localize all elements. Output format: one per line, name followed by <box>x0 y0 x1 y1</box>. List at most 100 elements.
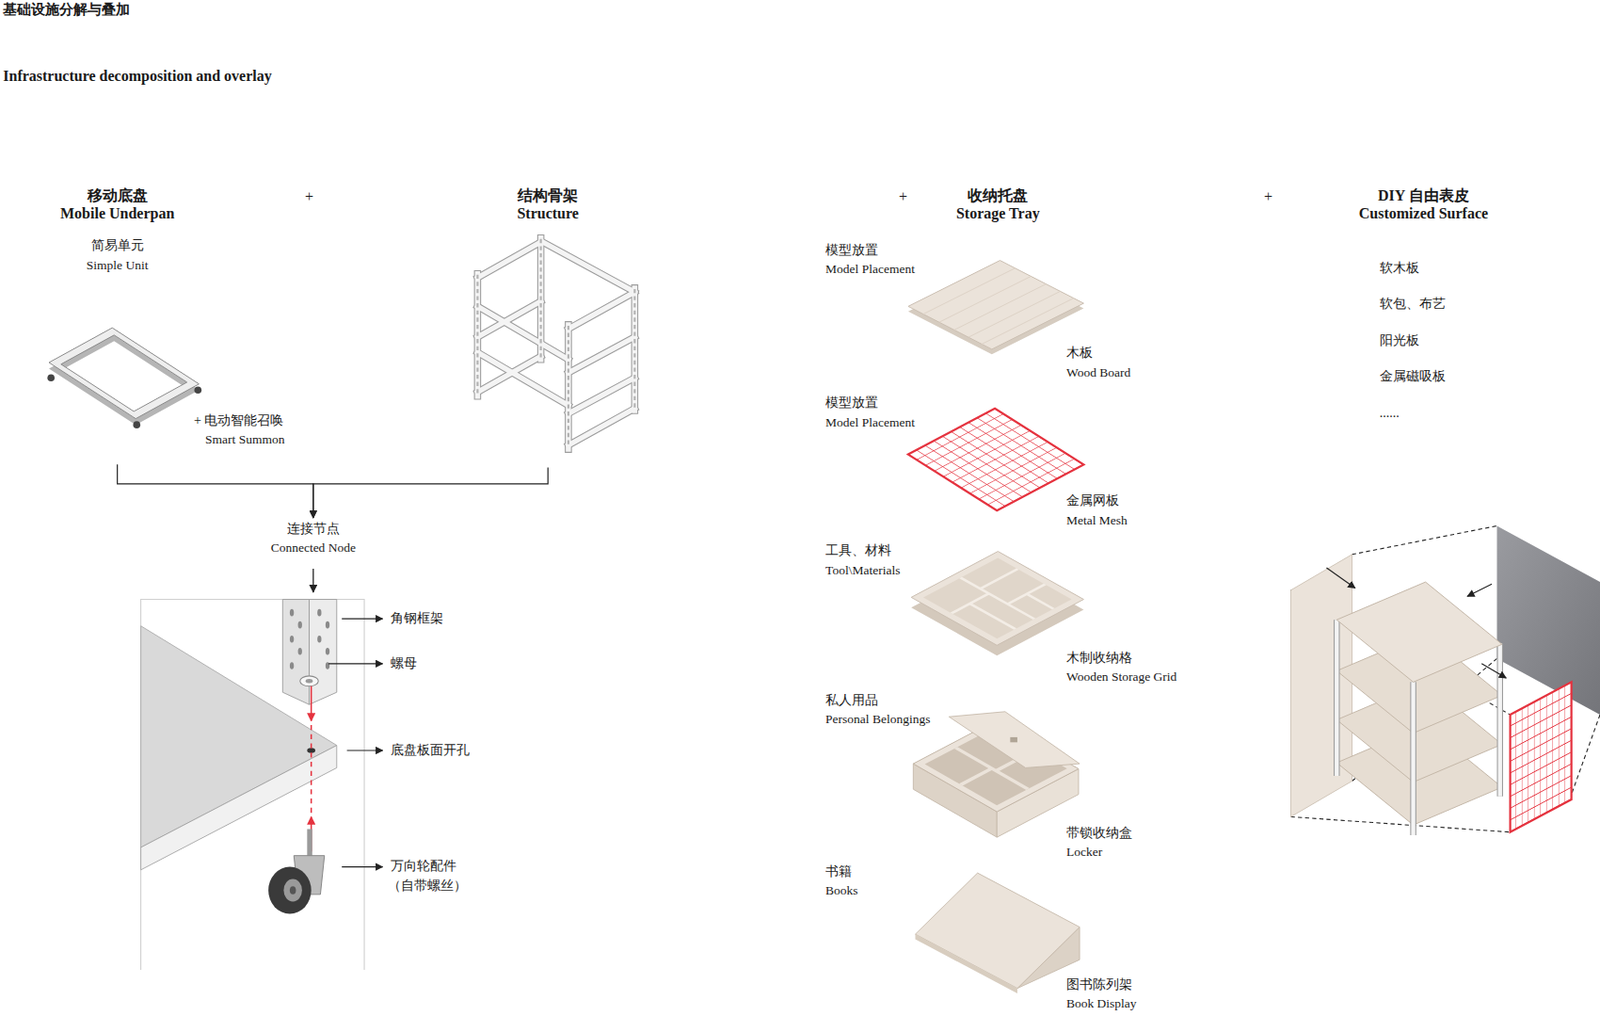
connection-detail <box>328 662 383 664</box>
connection-detail <box>306 828 312 855</box>
underpan-drawing <box>48 327 199 418</box>
storage-grid-drawing <box>911 551 1084 646</box>
wood-board-drawing <box>908 260 1084 350</box>
metal-mesh-drawing <box>908 408 1084 511</box>
locker-drawing <box>1009 736 1018 742</box>
annotation-label: 阳光板 <box>1379 332 1420 350</box>
heading-text: Customized Surface <box>1326 204 1520 223</box>
book-display-drawing <box>915 872 1081 993</box>
annotation-label: Tool\Materials <box>825 562 900 579</box>
structure-drawing <box>634 288 636 411</box>
structure-drawing <box>476 275 479 395</box>
underpan-drawing <box>48 327 199 418</box>
annotation-label: Infrastructure decomposition and overlay <box>2 66 272 86</box>
underpan-drawing <box>132 420 141 429</box>
annotation-label: 简易单元 <box>91 238 144 256</box>
annotation-label: + 电动智能召唤 <box>193 412 284 430</box>
connection-detail <box>310 724 313 817</box>
structure-drawing <box>540 240 543 358</box>
wood-board-drawing <box>908 260 1084 355</box>
annotation-label: 螺母 <box>390 655 417 672</box>
heading-text: Connected Node <box>237 538 391 558</box>
storage-grid-drawing <box>911 551 1084 656</box>
underpan-drawing <box>47 373 55 382</box>
annotation-label: Books <box>825 882 859 899</box>
annotation-label: Locker <box>1066 844 1103 861</box>
connection-detail <box>325 647 330 656</box>
diy-surface-drawing <box>1510 681 1572 832</box>
connection-detail <box>141 568 384 970</box>
storage-grid-drawing <box>923 558 1072 640</box>
annotation-label: 工具、材料 <box>825 543 892 560</box>
connection-detail <box>309 599 337 705</box>
component-heading: 移动底盘Mobile Underpan <box>31 186 205 464</box>
annotation-label: 金属磁吸板 <box>1379 368 1446 385</box>
diy-surface-drawing <box>1290 554 1352 817</box>
connection-detail <box>317 635 321 643</box>
storage-grid-drawing <box>911 551 1084 646</box>
annotation-label: 模型放置 <box>825 395 879 413</box>
connection-detail <box>312 568 314 592</box>
diy-surface-drawing <box>1326 567 1355 589</box>
connection-detail <box>282 599 309 705</box>
connection-detail <box>347 749 384 751</box>
annotation-label: Simple Unit <box>86 256 149 273</box>
annotation-label: 软包、布艺 <box>1379 295 1446 313</box>
connection-detail <box>298 621 303 629</box>
annotation-label: 带锁收纳盒 <box>1066 824 1133 842</box>
diy-surface-drawing <box>1336 581 1503 682</box>
connection-detail <box>289 661 294 670</box>
annotation-label: Model Placement <box>825 414 915 431</box>
title: 基础设施分解与叠加 <box>2 1 130 18</box>
annotation-label: + <box>304 187 314 207</box>
locker-drawing <box>912 711 1080 837</box>
connection-detail <box>298 647 303 656</box>
structure-drawing <box>633 289 636 409</box>
component-heading: 连接节点Connected Node <box>237 519 391 558</box>
underpan-drawing <box>194 385 203 394</box>
annotation-label: 角钢框架 <box>390 609 444 627</box>
connection-detail <box>310 686 313 721</box>
connection-detail <box>289 608 294 617</box>
annotation-label: 万向轮配件 <box>390 858 457 876</box>
wood-board-drawing <box>923 268 1074 345</box>
book-display-drawing <box>915 872 1081 989</box>
connection-detail <box>317 608 321 617</box>
structure-drawing <box>477 273 479 397</box>
structure-drawing <box>477 238 635 449</box>
diy-surface-drawing <box>1290 816 1510 832</box>
component-heading: 收纳托盘Storage Tray <box>911 186 1085 223</box>
connection-detail <box>328 618 383 866</box>
underpan-drawing <box>47 327 202 429</box>
connection-detail <box>268 866 312 914</box>
structure-drawing <box>477 240 635 448</box>
bracket-connector <box>313 467 548 518</box>
annotation-label: Wooden Storage Grid <box>1066 668 1177 685</box>
annotation-label: 模型放置 <box>825 241 879 259</box>
diy-surface-drawing <box>1290 525 1600 835</box>
heading-text: 移动底盘 <box>31 186 205 205</box>
annotation-label: Model Placement <box>825 261 915 278</box>
connection-detail <box>306 747 316 752</box>
wood-board-drawing <box>908 260 1084 350</box>
diy-surface-drawing <box>1336 581 1503 682</box>
connection-detail <box>141 599 365 971</box>
connection-detail <box>341 618 383 620</box>
heading-text: Storage Tray <box>911 204 1085 223</box>
annotation-label: Book Display <box>1066 994 1137 1011</box>
heading-text: 收纳托盘 <box>911 186 1085 205</box>
annotation-label: 木板 <box>1066 344 1093 362</box>
diy-surface-drawing <box>1326 567 1506 678</box>
structure-drawing <box>567 326 570 448</box>
component-heading: DIY 自由表皮Customized Surface <box>1326 186 1520 223</box>
structure-drawing <box>477 238 635 449</box>
connection-detail <box>289 608 330 670</box>
storage-grid-drawing <box>923 558 1072 640</box>
heading-text: DIY 自由表皮 <box>1326 186 1520 205</box>
annotation-label: + <box>898 187 908 207</box>
annotation-label: 图书陈列架 <box>1066 976 1133 993</box>
connection-detail <box>141 745 337 870</box>
diy-surface-drawing <box>1352 525 1498 554</box>
metal-mesh-drawing <box>908 408 1084 511</box>
